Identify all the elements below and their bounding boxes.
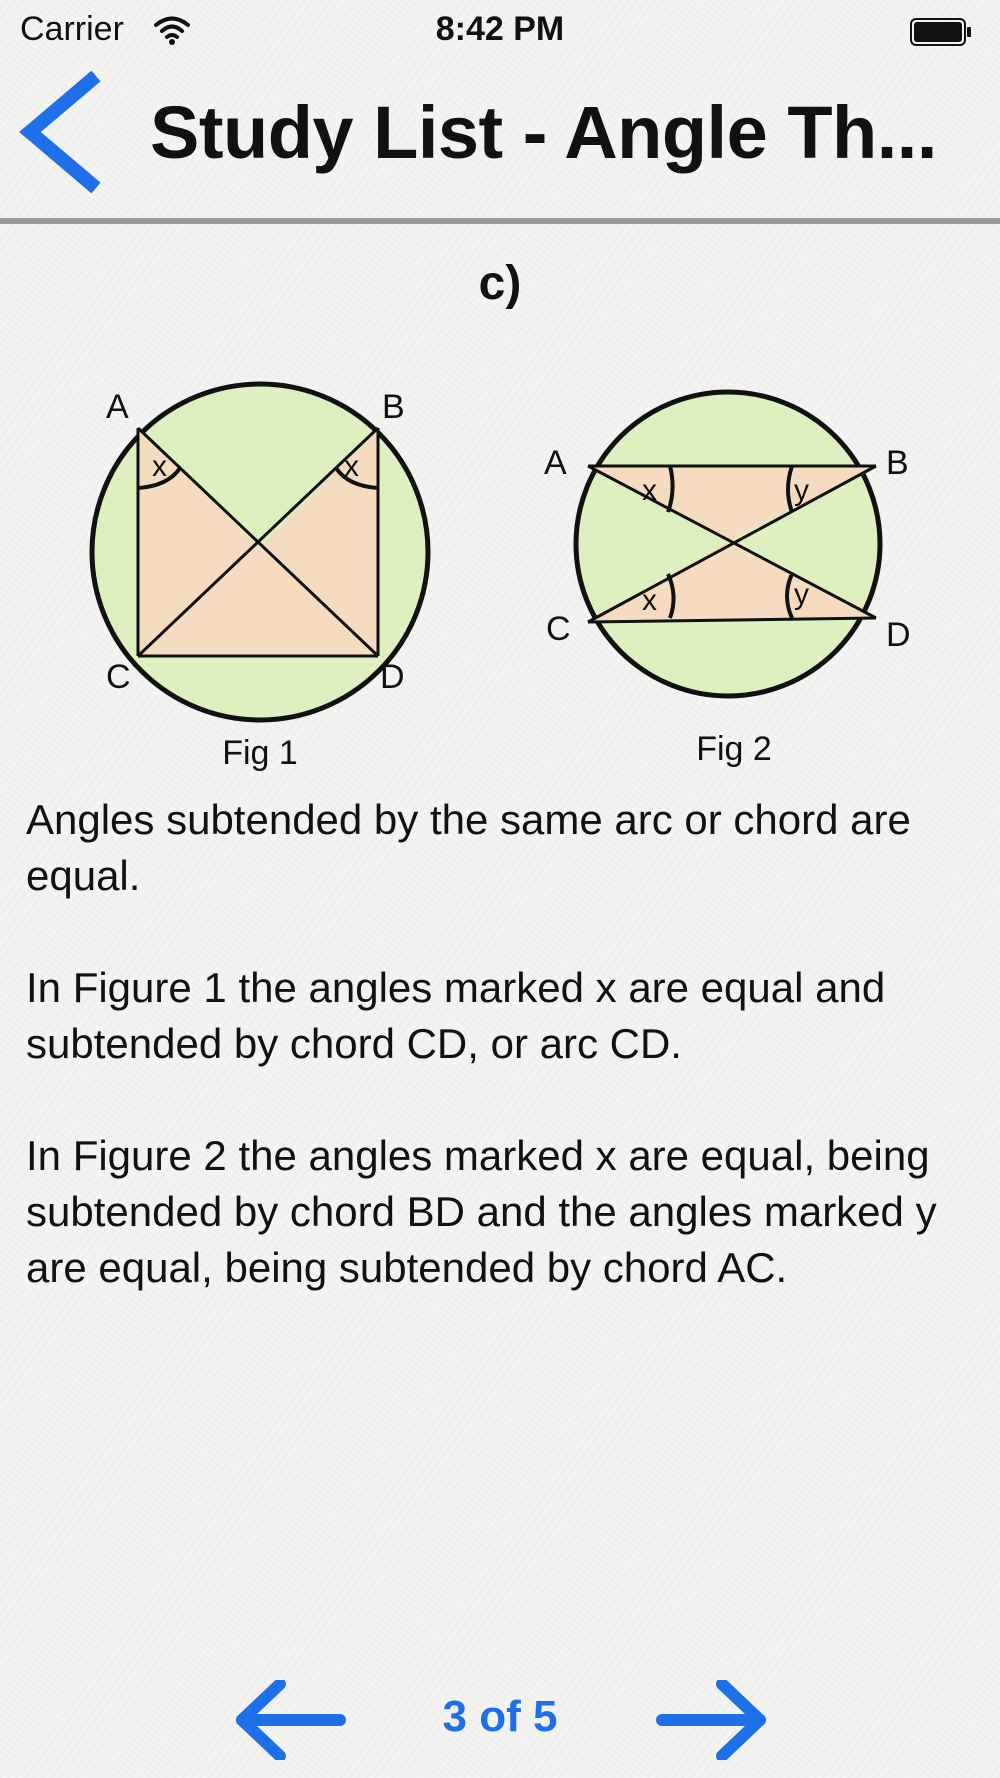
fig1-label-b: B	[382, 388, 405, 426]
fig2-label-d: D	[886, 616, 911, 654]
fig2-label-b: B	[886, 444, 909, 482]
paragraph-1: Angles subtended by the same arc or chor…	[26, 796, 911, 899]
page-title: Study List - Angle Th...	[150, 91, 937, 174]
pager: 3 of 5	[0, 1678, 1000, 1762]
fig1-label-a: A	[106, 388, 129, 426]
carrier-label: Carrier	[20, 10, 124, 48]
fig1-label-c: C	[106, 658, 131, 696]
arrow-right-icon	[656, 1678, 766, 1762]
nav-divider	[0, 218, 1000, 224]
status-bar: Carrier 8:42 PM	[0, 0, 1000, 64]
back-button[interactable]	[14, 68, 106, 198]
fig2-angle-y-bottom: y	[794, 578, 809, 611]
wifi-icon	[154, 16, 190, 45]
fig1-caption: Fig 1	[222, 734, 298, 772]
paragraph-3: In Figure 2 the angles marked x are equa…	[26, 1132, 937, 1291]
next-page-button[interactable]	[654, 1678, 774, 1762]
fig1-angle-x-left: x	[152, 450, 167, 483]
fig2-angle-x-bottom: x	[642, 584, 657, 617]
page-indicator: 3 of 5	[442, 1692, 558, 1741]
figure-2: x y x y A B C D Fig 2	[544, 389, 911, 768]
fig2-label-a: A	[544, 444, 567, 482]
figure-1: x x A B C D Fig 1	[89, 381, 431, 772]
fig2-caption: Fig 2	[696, 730, 772, 768]
body-text: Angles subtended by the same arc or chor…	[26, 792, 986, 1352]
section-heading: c)	[478, 257, 522, 310]
previous-page-button[interactable]	[228, 1678, 348, 1762]
fig1-angle-x-right: x	[344, 450, 359, 483]
clock-time: 8:42 PM	[435, 10, 565, 48]
fig2-label-c: C	[546, 610, 571, 648]
navigation-bar: Study List - Angle Th...	[0, 64, 1000, 220]
arrow-left-icon	[236, 1678, 346, 1762]
chevron-left-icon	[19, 70, 101, 194]
battery-icon	[910, 18, 971, 46]
fig2-angle-x-top: x	[642, 474, 657, 507]
fig2-angle-y-top: y	[794, 474, 809, 507]
fig1-label-d: D	[380, 658, 405, 696]
paragraph-2: In Figure 1 the angles marked x are equa…	[26, 964, 886, 1067]
figures-illustration: x x A B C D Fig 1 x y x y A B C D Fig 2	[89, 381, 911, 772]
